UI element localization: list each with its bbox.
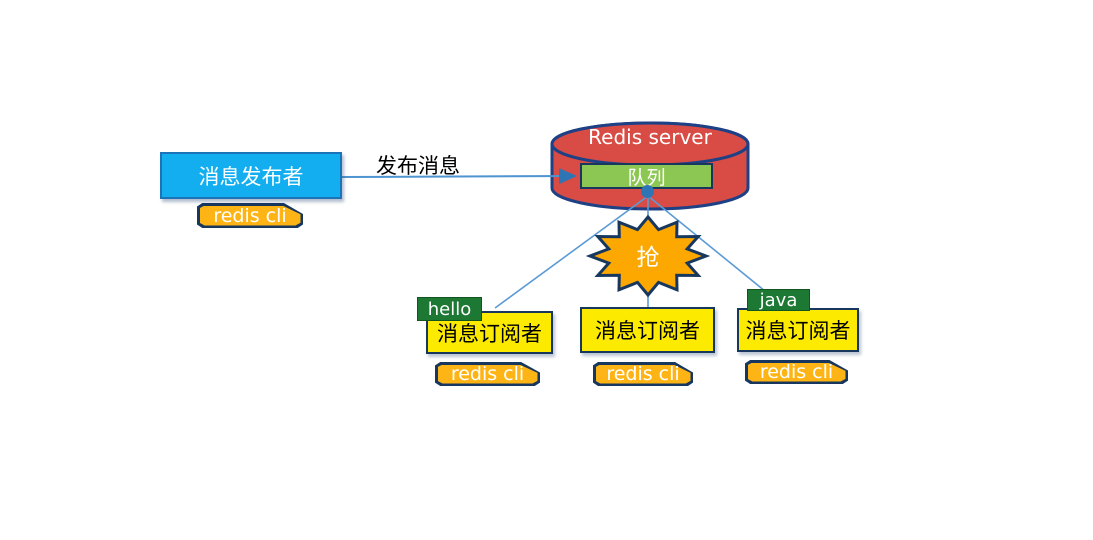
channel-tag-hello: hello: [417, 297, 482, 321]
subscriber-1-redis-cli-node: redis cli: [435, 362, 540, 386]
subscriber-label: 消息订阅者: [595, 319, 700, 343]
subscriber-1-redis-cli-label: redis cli: [450, 363, 525, 385]
subscriber-3-redis-cli-node: redis cli: [745, 360, 848, 384]
publish-arrow: [341, 168, 577, 185]
contention-star-shape: [585, 214, 711, 298]
card-fill: [595, 364, 691, 384]
subscriber-node-2: 消息订阅者: [580, 307, 715, 353]
publisher-redis-cli-label: redis cli: [213, 204, 287, 227]
publish-arrow-label: 发布消息: [376, 154, 460, 178]
subscriber-3-redis-cli-label: redis cli: [759, 361, 834, 383]
contention-star-label: 抢: [636, 245, 660, 271]
subscriber-label: 消息订阅者: [745, 319, 851, 343]
card-fill: [747, 362, 846, 382]
subscriber-label: 消息订阅者: [437, 321, 542, 346]
channel-tag-java: java: [747, 289, 810, 311]
queue-label: 队列: [627, 166, 666, 189]
queue-anchor-dot: [641, 185, 654, 198]
publisher-node: 消息发布者: [160, 152, 342, 199]
channel-tag-label: java: [759, 289, 798, 311]
queue-node: 队列: [580, 163, 713, 189]
card-fill: [199, 205, 301, 226]
card-fill: [437, 364, 538, 384]
subscriber-node-3: 消息订阅者: [737, 308, 859, 352]
connector-queue-to-subscriber-3: [647, 195, 777, 301]
redis-server-title: Redis server: [588, 125, 712, 149]
subscriber-2-redis-cli-label: redis cli: [606, 363, 680, 385]
publisher-redis-cli-node: redis cli: [197, 203, 303, 228]
channel-tag-label: hello: [427, 298, 472, 320]
connector-queue-to-subscriber-1: [494, 195, 649, 309]
publisher-label: 消息发布者: [198, 164, 304, 189]
subscriber-2-redis-cli-node: redis cli: [593, 362, 693, 386]
